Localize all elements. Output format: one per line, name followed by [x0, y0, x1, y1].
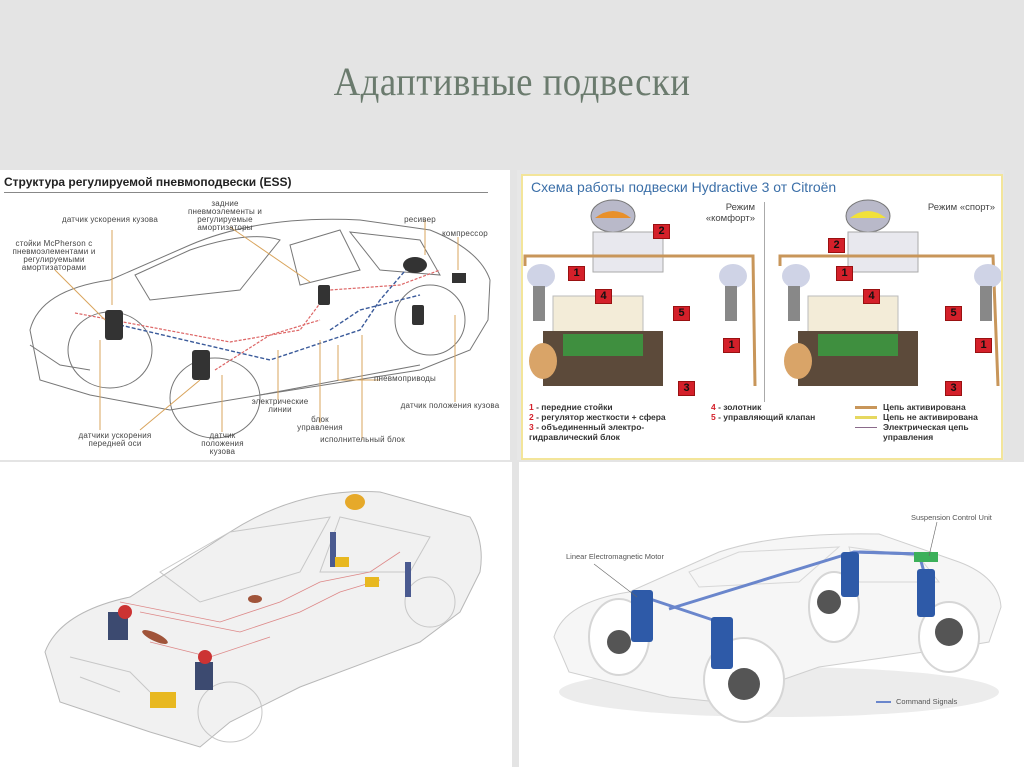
inactive-circuit-swatch [855, 416, 877, 420]
hydractive-title: Схема работы подвески Hydractive 3 от Ci… [531, 179, 837, 195]
ess-car-illustration [29, 218, 491, 440]
ess-diagram-title: Структура регулируемой пневмоподвески (E… [4, 175, 292, 189]
badge-right-1a: 1 [836, 266, 853, 281]
badge-right-1b: 1 [975, 338, 992, 353]
badge-right-4: 4 [863, 289, 880, 304]
active-circuit-swatch [855, 406, 877, 410]
badge-right-2: 2 [828, 238, 845, 253]
hydractive-diagram-panel: Схема работы подвески Hydractive 3 от Ci… [517, 170, 1004, 460]
legend-item: 2 - регулятор жесткости + сфера [529, 412, 666, 422]
badge-right-5: 5 [945, 306, 962, 321]
legend-item: 1 - передние стойки [529, 402, 613, 412]
label-command-signals: Command Signals [896, 697, 958, 706]
legend-item: 4 - золотник [711, 402, 762, 412]
circuit-legend: Цепь активирована Цепь не активирована Э… [855, 402, 1000, 442]
badge-right-3: 3 [945, 381, 962, 396]
electric-circuit-swatch [855, 427, 877, 429]
label-receiver: ресивер [404, 215, 436, 224]
badge-left-4: 4 [595, 289, 612, 304]
label-front-axle-accel-sensors: датчики ускорения передней оси [78, 431, 152, 448]
label-pneumatic-drives: пневмоприводы [373, 374, 436, 383]
ess-diagram-panel: Структура регулируемой пневмоподвески (E… [0, 170, 510, 460]
legend-item: 5 - управляющий клапан [711, 412, 816, 422]
badge-left-5: 5 [673, 306, 690, 321]
label-mcpherson: стойки McPherson с пневмоэлементами и ре… [12, 239, 96, 272]
badge-left-3: 3 [678, 381, 695, 396]
circuit-legend-inactive: Цепь не активирована [855, 412, 1000, 422]
label-body-position-sensor-front: датчик положения кузова [201, 431, 244, 456]
parts-legend-col1: 1 - передние стойки 2 - регулятор жестко… [529, 402, 709, 442]
label-electric-lines: электрические линии [251, 397, 309, 414]
label-control-unit: блок управления [297, 415, 343, 432]
circuit-legend-active: Цепь активирована [855, 402, 1000, 412]
label-body-position-sensor-right: датчик положения кузова [400, 401, 500, 410]
mercedes-suspension-panel [0, 462, 512, 767]
mercedes-car-illustration [44, 491, 482, 748]
hydractive-frame: Схема работы подвески Hydractive 3 от Ci… [521, 174, 1003, 460]
label-rear-elements: задние пневмоэлементы и регулируемые амо… [187, 199, 262, 232]
mode-comfort-label: Режим «комфорт» [705, 202, 755, 224]
badge-left-1b: 1 [723, 338, 740, 353]
electromagnetic-suspension-panel: Suspension Control Unit Linear Electroma… [519, 462, 1024, 767]
mode-divider [764, 202, 765, 402]
mode-sport-label: Режим «спорт» [927, 202, 995, 213]
parts-legend-col2: 4 - золотник 5 - управляющий клапан [711, 402, 841, 422]
label-body-accel-sensor: датчик ускорения кузова [61, 215, 159, 224]
label-suspension-control-unit: Suspension Control Unit [911, 513, 992, 522]
title-rule [4, 192, 488, 193]
bose-car-illustration [553, 521, 1002, 723]
badge-left-1a: 1 [568, 266, 585, 281]
circuit-legend-electric: Электрическая цепь управления [855, 422, 1000, 442]
slide-title: Адаптивные подвески [333, 59, 691, 104]
label-actuator-unit: исполнительный блок [320, 435, 405, 444]
label-compressor: компрессор [442, 229, 488, 238]
legend-item: 3 - объединенный электро-гидравлический … [529, 422, 645, 442]
hydractive-illustration [523, 199, 1001, 387]
badge-left-2: 2 [653, 224, 670, 239]
label-linear-electromagnetic-motor: Linear Electromagnetic Motor [566, 552, 664, 561]
